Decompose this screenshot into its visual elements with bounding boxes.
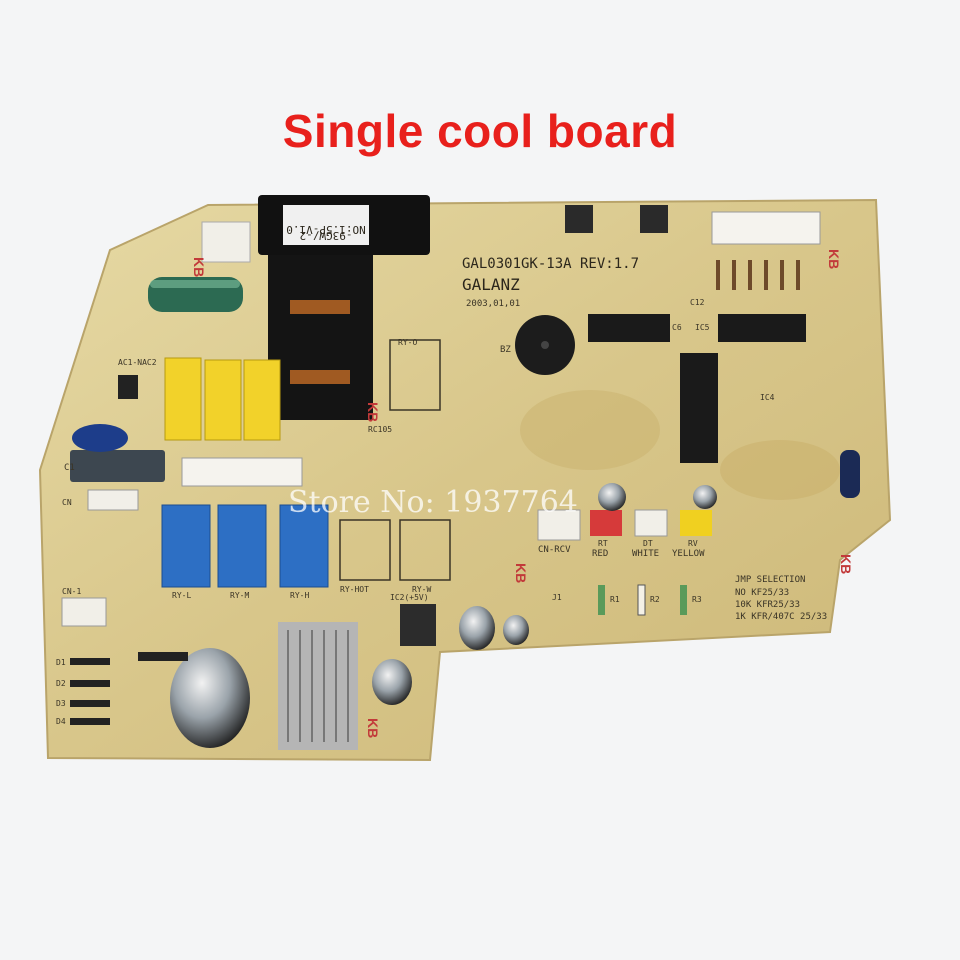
big-capacitor bbox=[170, 648, 250, 748]
d1-label: D1 bbox=[56, 658, 66, 667]
relay-label: RY-H bbox=[290, 591, 309, 600]
resistor bbox=[637, 584, 646, 616]
cn-rcv-connector bbox=[537, 509, 581, 541]
d4-label: D4 bbox=[56, 717, 66, 726]
c6-label: C6 bbox=[672, 323, 682, 332]
dt-label: DT bbox=[643, 539, 653, 548]
jmp-header: JMP SELECTION bbox=[735, 575, 805, 585]
jmp-row: NO KF25/33 bbox=[735, 588, 789, 598]
r1-label: R1 bbox=[610, 595, 620, 604]
bz-label: BZ bbox=[500, 345, 511, 355]
cn1-connector bbox=[61, 597, 107, 627]
tact-switch bbox=[640, 205, 668, 233]
d3-label: D3 bbox=[56, 699, 66, 708]
watermark: Store No: 1937764 bbox=[288, 485, 578, 520]
connector bbox=[711, 211, 821, 245]
relay-label: RY-HOT bbox=[340, 585, 369, 594]
white-sensor-connector bbox=[634, 509, 668, 537]
caption: Single cool board bbox=[282, 105, 678, 157]
blue-relays bbox=[161, 504, 329, 588]
stain bbox=[720, 440, 840, 500]
jmp-row: 10K KFR25/33 bbox=[735, 600, 800, 610]
ic5-label: IC5 bbox=[695, 323, 710, 332]
cn1-label: CN-1 bbox=[62, 587, 81, 596]
transformer-label: -93GW/-2 bbox=[300, 229, 353, 242]
relay-label: RY-O bbox=[398, 338, 417, 347]
j1-label: J1 bbox=[552, 593, 562, 602]
kb-mark: KB bbox=[826, 249, 842, 269]
resistor bbox=[680, 585, 687, 615]
heatsink bbox=[278, 622, 358, 750]
connector bbox=[201, 221, 251, 263]
kb-mark: KB bbox=[191, 257, 207, 277]
capacitor bbox=[598, 483, 626, 511]
capacitor bbox=[503, 615, 529, 645]
r2-label: R2 bbox=[650, 595, 660, 604]
red-connector bbox=[590, 510, 622, 536]
ac-label: AC1-NAC2 bbox=[118, 358, 157, 367]
d2-label: D2 bbox=[56, 679, 66, 688]
yellow-connector bbox=[680, 510, 712, 536]
regulator-label: IC2(+5V) bbox=[390, 593, 429, 602]
resistor bbox=[598, 585, 605, 615]
rc105-label: RC105 bbox=[368, 425, 392, 434]
ic-chip bbox=[588, 314, 670, 342]
relay-label: RY-L bbox=[172, 591, 191, 600]
capacitor bbox=[693, 485, 717, 509]
jmp-row: 1K KFR/407C 25/33 bbox=[735, 612, 827, 622]
relay-label: RY-W bbox=[412, 585, 431, 594]
ic-main bbox=[680, 353, 718, 463]
transformer: NO:1.5P-V1.0 -93GW/-2 bbox=[258, 195, 430, 420]
board-date: 2003,01,01 bbox=[466, 299, 520, 309]
diodes bbox=[70, 652, 188, 725]
red-label: RED bbox=[592, 549, 608, 559]
ic-chip bbox=[718, 314, 806, 342]
rv-label: RV bbox=[688, 539, 698, 548]
rt-label: RT bbox=[598, 539, 608, 548]
board-brand: GALANZ bbox=[462, 275, 520, 294]
tact-switch bbox=[565, 205, 593, 233]
capacitor bbox=[372, 659, 412, 705]
capacitor bbox=[459, 606, 495, 650]
kb-mark: KB bbox=[513, 563, 529, 583]
r3-label: R3 bbox=[692, 595, 702, 604]
cn-rcv-label: CN-RCV bbox=[538, 545, 571, 555]
white-connector bbox=[181, 457, 303, 487]
c1-label: C1 bbox=[64, 463, 75, 473]
cn-connector bbox=[87, 489, 139, 511]
board-model: GAL0301GK-13A REV:1.7 bbox=[462, 256, 639, 272]
yellow-relays bbox=[164, 357, 281, 441]
ic4-label: IC4 bbox=[760, 393, 775, 402]
kb-mark: KB bbox=[365, 718, 381, 738]
transformer-label: NO:1.5P-V1.0 bbox=[286, 223, 365, 236]
relay-label: RY-M bbox=[230, 591, 249, 600]
cn-label: CN bbox=[62, 498, 72, 507]
capacitor bbox=[840, 450, 860, 498]
c1-component bbox=[70, 450, 165, 482]
kb-mark: KB bbox=[838, 554, 854, 574]
voltage-regulator bbox=[400, 604, 436, 646]
stain bbox=[520, 390, 660, 470]
pcb-board bbox=[38, 198, 892, 762]
c12-label: C12 bbox=[690, 298, 705, 307]
resistor-array bbox=[716, 260, 800, 290]
yellow-label: YELLOW bbox=[672, 549, 705, 559]
white-label: WHITE bbox=[632, 549, 659, 559]
kb-mark: KB bbox=[365, 402, 381, 422]
